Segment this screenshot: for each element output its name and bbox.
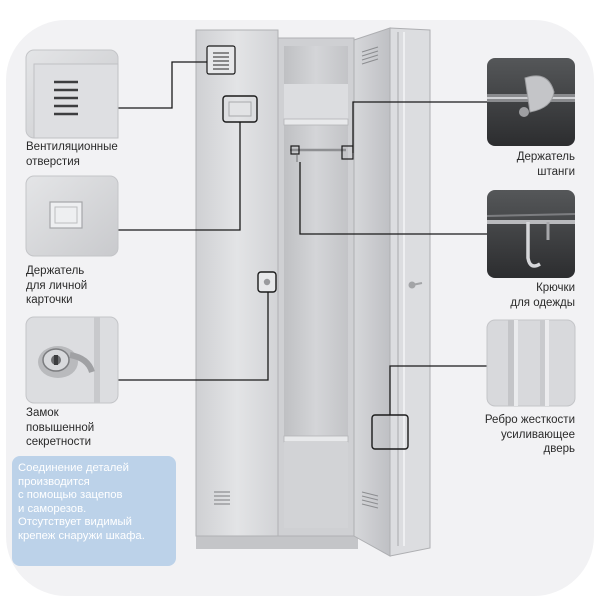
open-door-edge <box>353 27 391 557</box>
hook-marker <box>290 145 300 155</box>
leader-rib <box>389 365 487 415</box>
locker <box>195 27 431 557</box>
card-holder-thumbnail <box>25 175 119 257</box>
lock-label: Замок повышенной секретности <box>26 407 95 448</box>
open-door-vents <box>361 46 379 509</box>
bottom-space <box>284 442 348 528</box>
rib-thumbnail <box>486 319 576 407</box>
leader-card-holder <box>118 122 241 231</box>
hooks-label: Крючки для одежды <box>510 282 575 309</box>
lock-thumbnail <box>25 316 119 404</box>
rod-holder-thumbnail <box>487 58 575 146</box>
vent-thumbnail <box>25 49 119 139</box>
rod-holder-label: Держатель штанги <box>516 151 575 178</box>
lower-shelf <box>283 435 349 443</box>
leader-vent <box>118 61 207 109</box>
card-holder <box>228 101 252 117</box>
hooks-thumbnail <box>486 190 576 278</box>
top-vent <box>206 45 236 75</box>
rib-label: Ребро жесткости усиливающее дверь <box>484 414 575 455</box>
assembly-note: Соединение деталей производится с помощь… <box>12 456 176 566</box>
top-shelf-space <box>284 84 348 120</box>
leader-lines <box>118 61 487 415</box>
locker-base <box>196 535 358 549</box>
bottom-vent <box>214 491 230 505</box>
leader-hooks <box>299 162 487 235</box>
leader-lock <box>118 292 269 381</box>
lock <box>263 278 271 286</box>
top-shelf <box>283 118 349 126</box>
leader-rod-holder <box>352 101 487 153</box>
vent-label: Вентиляционные отверстия <box>26 141 118 168</box>
card-holder-label: Держатель для личной карточки <box>26 265 88 306</box>
open-door <box>389 27 431 557</box>
